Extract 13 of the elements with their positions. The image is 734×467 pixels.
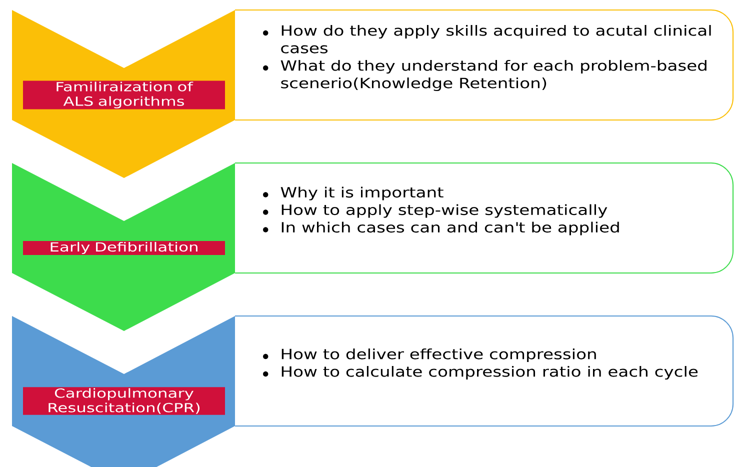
node-label: How do they apply skills acquired to acutal clinical cases: [281, 24, 711, 54]
bullet-box: How do they apply skills acquired to acutal clinical cases What do they understand for each problem-based scenerio(Knowledge Retention): [234, 10, 734, 120]
bullet-box: Why it is important How to apply step-wise systematically In which cases can and can't be applied: [234, 162, 734, 274]
node-label: How to calculate compression ratio in each cycle: [282, 366, 698, 380]
node-label: In which cases can and can't be applied: [282, 222, 619, 236]
step-band: Early Defibrillation: [12, 163, 235, 331]
node-label: How to deliver effective compression: [282, 348, 596, 362]
step-band: Cardiopulmonary Resuscitation(CPR): [12, 316, 235, 467]
step-band: Familiraization of ALS algorithms: [12, 10, 235, 178]
node-label: What do they understand for each problem-based scenerio(Knowledge Retention): [280, 60, 706, 92]
bullet-box: How to deliver effective compression How to calculate compression ratio in each cycle: [234, 316, 734, 426]
node-label: How to apply step-wise systematically: [282, 204, 608, 218]
node-label: Why it is important: [280, 186, 444, 200]
